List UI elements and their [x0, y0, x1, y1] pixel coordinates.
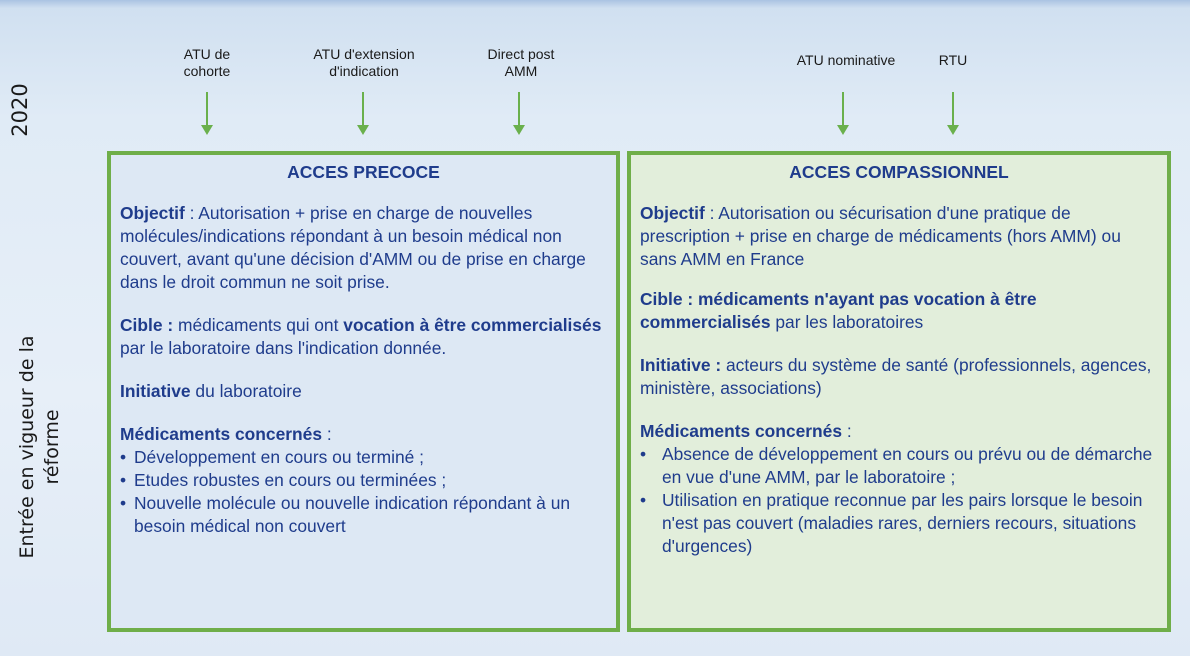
year-label: 2020 — [8, 83, 32, 137]
label-atu-extension: ATU d'extension d'indication — [313, 46, 415, 79]
reform-label: Entrée en vigueur de la réforme — [15, 336, 65, 559]
label-atu-nominative: ATU nominative — [796, 52, 896, 68]
list-item: Etudes robustes en cours ou terminées ; — [120, 469, 607, 492]
acces-precoce-box: ACCES PRECOCE Objectif : Autorisation + … — [107, 151, 620, 632]
compassionnel-medicaments: Médicaments concernés : Absence de dével… — [640, 420, 1158, 558]
reform-label-line2: réforme — [41, 409, 63, 485]
top-strip — [0, 0, 1190, 8]
acces-compassionnel-title: ACCES COMPASSIONNEL — [789, 162, 1009, 182]
label-direct-post-amm: Direct post AMM — [487, 46, 555, 79]
label-rtu: RTU — [938, 52, 968, 68]
precoce-bullet-list: Développement en cours ou terminé ; Etud… — [120, 446, 607, 538]
arrow-atu-nominative — [837, 92, 849, 135]
list-item: Utilisation en pratique reconnue par les… — [640, 489, 1158, 558]
acces-precoce-title: ACCES PRECOCE — [287, 162, 440, 182]
precoce-initiative: Initiative du laboratoire — [120, 381, 302, 401]
reform-label-line1: Entrée en vigueur de la — [16, 335, 38, 559]
compassionnel-bullet-list: Absence de développement en cours ou pré… — [640, 443, 1158, 558]
precoce-cible: Cible : médicaments qui ont vocation à ê… — [120, 315, 602, 358]
list-item: Développement en cours ou terminé ; — [120, 446, 607, 469]
list-item: Nouvelle molécule ou nouvelle indication… — [120, 492, 607, 538]
acces-compassionnel-box: ACCES COMPASSIONNEL Objectif : Autorisat… — [627, 151, 1171, 632]
arrow-atu-extension — [357, 92, 369, 135]
precoce-medicaments: Médicaments concernés : Développement en… — [120, 423, 607, 538]
arrow-rtu — [947, 92, 959, 135]
compassionnel-objectif: Objectif : Autorisation ou sécurisation … — [640, 203, 1121, 269]
arrow-atu-cohorte — [201, 92, 213, 135]
compassionnel-cible: Cible : médicaments n'ayant pas vocation… — [640, 289, 1037, 332]
list-item: Absence de développement en cours ou pré… — [640, 443, 1158, 489]
compassionnel-initiative: Initiative : acteurs du système de santé… — [640, 355, 1152, 398]
arrow-direct-post-amm — [513, 92, 525, 135]
precoce-objectif: Objectif : Autorisation + prise en charg… — [120, 203, 586, 292]
label-atu-cohorte: ATU de cohorte — [183, 46, 231, 79]
